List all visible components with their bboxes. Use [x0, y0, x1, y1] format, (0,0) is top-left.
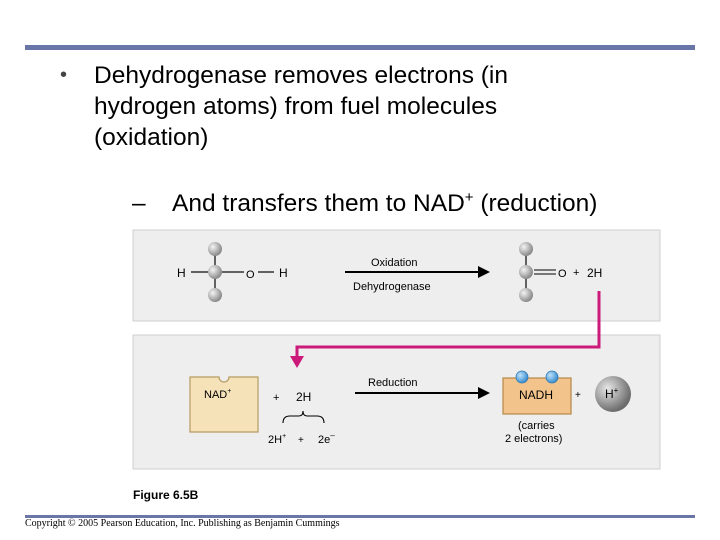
sub-bullet-text: And transfers them to NAD	[172, 190, 465, 218]
split-brace	[282, 410, 325, 424]
copyright-notice: Copyright © 2005 Pearson Education, Inc.…	[25, 518, 340, 529]
split-2h-text: 2H	[268, 434, 282, 446]
hydrogen-ion-sphere	[595, 376, 631, 412]
electron-icon	[545, 370, 559, 384]
sub-bullet: –And transfers them to NAD+ (reduction)	[132, 182, 597, 219]
oxidation-label: Oxidation	[371, 257, 417, 269]
sub-bullet-sup: +	[464, 189, 474, 206]
split-2e-text: 2e	[318, 434, 330, 446]
dehydrogenase-label: Dehydrogenase	[353, 281, 431, 293]
split-2e-sup: –	[330, 431, 335, 440]
right-plus-label: +	[573, 267, 579, 279]
atom-sphere	[519, 288, 533, 302]
plus-sign: +	[273, 392, 279, 404]
left-h-label: H	[177, 266, 186, 280]
split-2e-label: 2e–	[318, 431, 335, 446]
figure-caption: Figure 6.5B	[133, 488, 199, 502]
nad-label-sup: +	[227, 388, 231, 395]
electron-icon	[515, 370, 529, 384]
sub-bullet-text-after: (reduction)	[473, 190, 598, 218]
bullet-dot: •	[60, 64, 68, 86]
split-plus-sign: +	[298, 435, 304, 446]
carries-line-1: (carries	[518, 420, 555, 432]
transfer-arrowhead	[290, 356, 304, 368]
left-o-label: O	[246, 269, 255, 281]
h-ion-label: H+	[605, 386, 619, 401]
two-h-label: 2H	[296, 390, 311, 404]
split-2h-sup: +	[282, 433, 286, 440]
oxidation-arrowhead	[478, 266, 490, 278]
atom-sphere	[208, 242, 222, 256]
left-h2-label: H	[279, 266, 288, 280]
right-2h-label: 2H	[587, 266, 602, 280]
nadh-label: NADH	[519, 388, 553, 402]
top-rule	[25, 45, 695, 50]
bullet-line-2: hydrogen atoms) from fuel molecules	[94, 93, 498, 120]
split-2h-label: 2H+	[268, 433, 286, 446]
reduction-arrowhead	[478, 387, 490, 399]
bottom-rule	[25, 515, 695, 518]
right-o-label: O	[558, 268, 567, 280]
bullet-text: Dehydrogenase removes electrons (in hydr…	[94, 60, 614, 153]
nadh-box	[502, 377, 572, 415]
bullet-line-3: (oxidation)	[94, 124, 209, 151]
sub-bullet-dash: –	[132, 190, 146, 218]
reduction-label: Reduction	[368, 377, 418, 389]
atom-sphere	[208, 288, 222, 302]
transfer-arrow	[295, 291, 601, 357]
h-ion-sup: +	[614, 386, 619, 395]
atom-sphere	[519, 265, 533, 279]
atom-sphere	[519, 242, 533, 256]
nad-label-text: NAD	[204, 389, 227, 401]
atom-sphere	[208, 265, 222, 279]
carries-line-2: 2 electrons)	[505, 433, 562, 445]
bullet-line-1: Dehydrogenase removes electrons (in	[94, 62, 508, 89]
h-ion-text: H	[605, 387, 614, 401]
nad-box	[189, 376, 259, 433]
nad-label: NAD+	[204, 388, 231, 401]
plus-sign-2: +	[575, 390, 581, 401]
